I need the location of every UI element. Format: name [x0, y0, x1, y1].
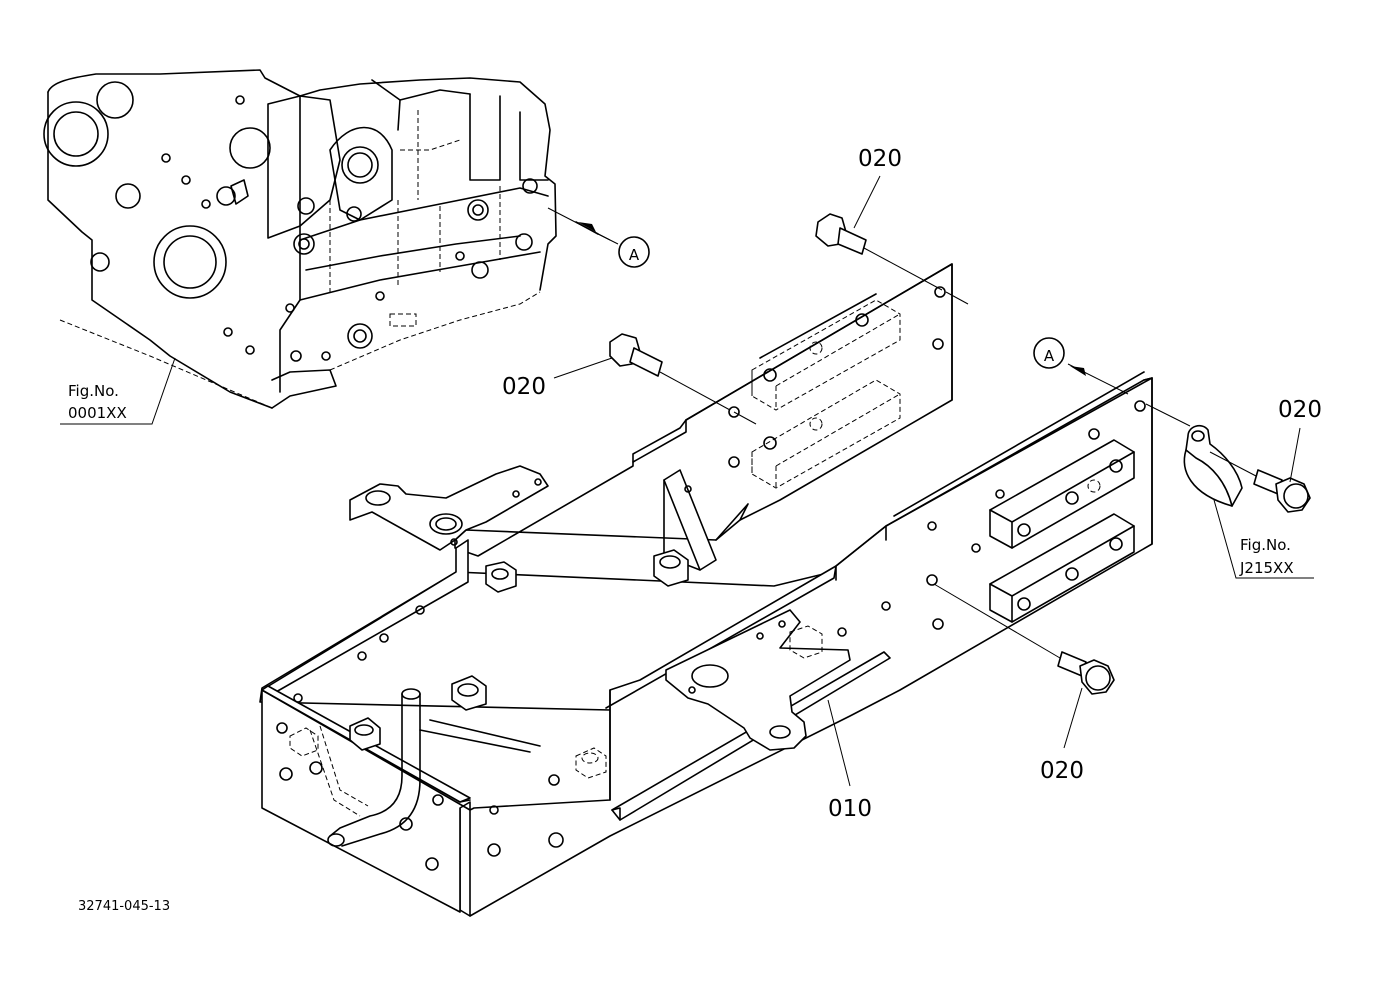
- leader-bolt-right: [1289, 427, 1301, 483]
- weld-nut: [451, 675, 487, 711]
- label-frame: 010: [828, 796, 872, 822]
- leader-bolt-bottom: [1063, 687, 1083, 749]
- bolt-left: [609, 333, 757, 425]
- leader-bolt-left: [553, 357, 613, 379]
- label-bolt-top: 020: [858, 146, 902, 172]
- diagram-id: 32741-045-13: [78, 899, 170, 914]
- weld-nut: [349, 717, 381, 751]
- label-bolt-left: 020: [502, 374, 546, 400]
- clamp-fig-ref: Fig.No. J215XX: [1213, 499, 1314, 579]
- bolt-top: [815, 213, 969, 305]
- leader-bolt-top: [853, 175, 881, 229]
- engine-view-marker: A: [618, 236, 650, 268]
- engine-fig-ref-line2: 0001XX: [68, 404, 127, 422]
- clamp-view-marker-letter: A: [1044, 347, 1055, 365]
- pipe-clamp: [1183, 424, 1243, 507]
- engine-block: [43, 69, 619, 409]
- engine-fig-ref-line1: Fig.No.: [68, 382, 119, 400]
- leader-frame: [827, 699, 851, 787]
- engine-view-marker-letter: A: [629, 246, 640, 264]
- clamp-fig-ref-line1: Fig.No.: [1240, 536, 1291, 554]
- label-bolt-right: 020: [1278, 397, 1322, 423]
- frame-assembly: [259, 263, 1153, 917]
- bolt-bottom: [933, 583, 1115, 695]
- weld-nut: [653, 549, 689, 587]
- engine-fig-ref: Fig.No. 0001XX: [60, 357, 176, 425]
- weld-nut: [485, 561, 517, 593]
- label-bolt-bottom: 020: [1040, 758, 1084, 784]
- clamp-view-marker: A: [1033, 337, 1129, 395]
- bolt-right: [1145, 403, 1311, 513]
- clamp-fig-ref-line2: J215XX: [1239, 559, 1294, 577]
